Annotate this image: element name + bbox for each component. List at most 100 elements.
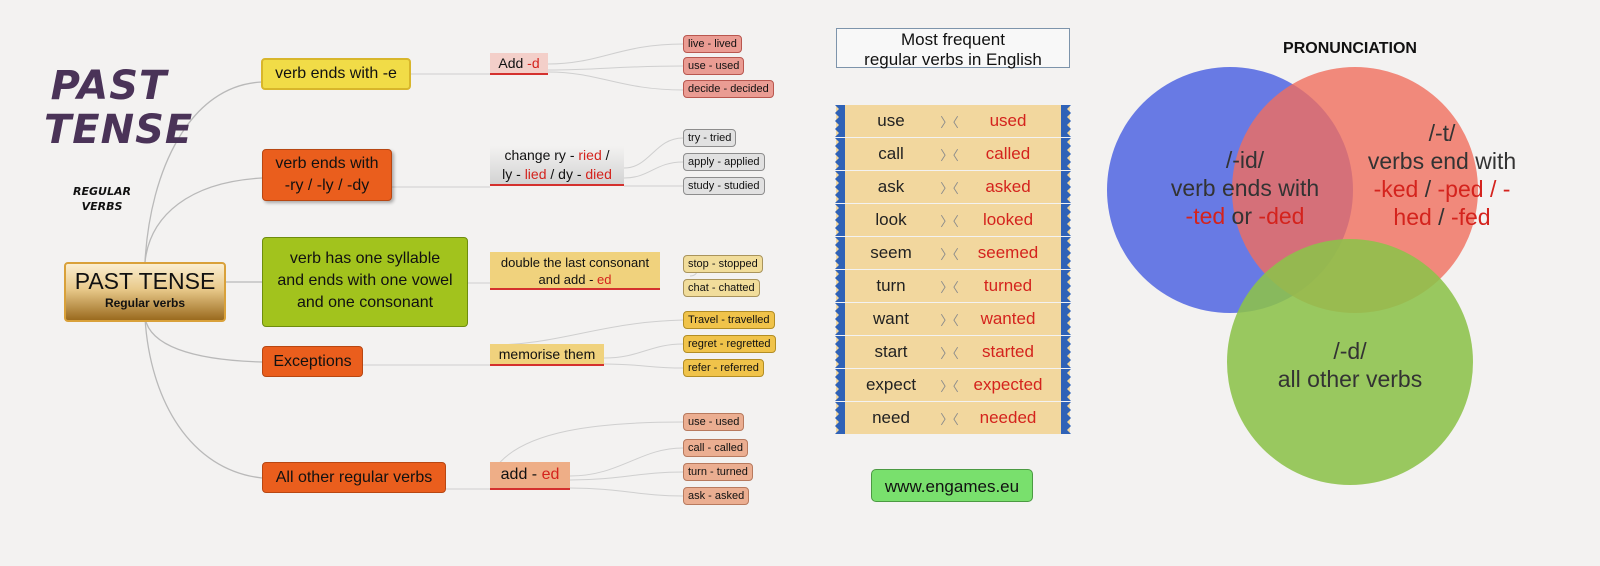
double-chevron-icon: 〉〈 [940,180,959,196]
zigzag-right-icon [1061,171,1071,203]
verb-base: expect [865,375,917,394]
verb-row: expect〉〈expected [835,369,1071,401]
verb-past: looked [982,210,1034,229]
website-badge[interactable]: www.engames.eu [871,469,1033,502]
pron-t-suffix-ked: -ked [1373,176,1419,202]
pron-id-line2: verb ends with [1170,175,1320,201]
root-node: PAST TENSE Regular verbs [64,262,226,322]
pron-id-or: or [1225,203,1259,229]
pron-id-label: /-id/ [1225,147,1265,173]
zigzag-left-icon [835,171,845,203]
rule-change-ry: change ry - ried / ly - lied / dy - died [490,146,624,186]
verb-base: look [875,210,907,229]
zigzag-left-icon [835,138,845,170]
pron-id-suffix-ded: -ded [1258,203,1305,229]
verb-past: asked [985,177,1031,196]
example-use-used: use - used [683,57,745,75]
verb-base: turn [876,276,906,295]
example-turn-turned: turn - turned [683,463,753,481]
example-regret-regretted: regret - regretted [683,335,776,353]
example-decide-decided: decide - decided [683,80,774,98]
verb-row: seem 〉〈 seemed [835,237,1071,269]
verb-past: expected [973,375,1043,394]
zigzag-left-icon [835,303,845,335]
page-subtitle-line2: VERBS [81,200,123,213]
pron-id-suffix-ted: -ted [1185,203,1226,229]
page-title: PAST TENSE [44,64,194,153]
rule-text: change ry - [504,147,579,163]
pron-d-text: /-d/ all other verbs [1260,337,1440,393]
example-live-lived: live - lived [683,35,742,53]
verb-row: start〉〈started [835,336,1071,368]
page-subtitle-line1: REGULAR [73,185,131,198]
zigzag-left-icon [835,237,845,269]
example-apply-applied: apply - applied [683,153,765,171]
verb-base: ask [877,177,905,196]
pron-t-suffix-hed: hed [1393,204,1432,230]
verb-past: wanted [980,309,1036,328]
branch-node-exceptions: Exceptions [262,346,363,377]
double-chevron-icon: 〉〈 [940,114,959,130]
rule-text: Add [498,55,528,71]
rule-text-red: ed [597,272,612,287]
branch-node-ends-with-e: verb ends with -e [261,58,411,90]
frequent-verbs-title: Most frequent regular verbs in English [836,28,1070,69]
venn-circle-d [1227,239,1473,485]
zigzag-left-icon [835,105,845,137]
verb-past: called [985,144,1031,163]
pron-t-sep3: / [1431,204,1451,230]
root-title: PAST TENSE [74,268,216,294]
verb-base: seem [870,243,912,262]
branch-node-label: All other regular verbs [275,469,433,486]
zigzag-left-icon [835,402,845,434]
website-link[interactable]: www.engames.eu [884,477,1020,496]
venn-circle-t [1232,67,1478,313]
rule-text: and add - [538,272,598,287]
verb-base: want [873,309,909,328]
zigzag-right-icon [1061,138,1071,170]
pron-t-label: /-t/ [1428,120,1456,146]
pron-d-label: /-d/ [1333,338,1367,364]
page-title-line2: TENSE [44,107,194,153]
rule-text-red: died [585,166,612,182]
rule-text: memorise them [498,346,596,362]
example-refer-referred: refer - referred [683,359,764,377]
example-chat-chatted: chat - chatted [683,279,760,297]
branch-node-all-other: All other regular verbs [262,462,446,493]
verb-row: turn 〉〈 turned [835,270,1071,302]
branch-node-label-line2: and ends with one vowel [277,272,453,289]
verb-past: turned [983,276,1033,295]
double-chevron-icon: 〉〈 [940,345,959,361]
rule-add-d: Add -d [490,53,548,75]
zigzag-right-icon [1061,237,1071,269]
rule-text-red: lied [524,166,547,182]
rule-text: / dy - [546,166,586,182]
zigzag-left-icon [835,336,845,368]
example-try-tried: try - tried [683,129,737,147]
verb-past: seemed [977,243,1039,262]
verb-past: needed [979,408,1037,427]
rule-text: double the last consonant [500,255,650,270]
verb-row: look〉〈looked [835,204,1071,236]
double-chevron-icon: 〉〈 [940,246,959,262]
verb-row: use〉〈used [835,105,1071,137]
example-stop-stopped: stop - stopped [683,255,763,273]
branch-node-label: Exceptions [273,353,352,370]
zigzag-right-icon [1061,369,1071,401]
double-chevron-icon: 〉〈 [940,279,959,295]
branch-node-label-line1: verb has one syllable [289,250,441,267]
verb-row: call〉〈called [835,138,1071,170]
double-chevron-icon: 〉〈 [940,411,959,427]
rule-text-red: ed [541,466,560,483]
verb-base: need [872,408,910,427]
example-study-studied: study - studied [683,177,765,195]
frequent-verbs-title-line1: Most frequent [901,30,1005,49]
branch-node-label-line3: and one consonant [296,294,434,311]
pronunciation-venn [1107,67,1478,485]
zigzag-left-icon [835,270,845,302]
zigzag-right-icon [1061,303,1071,335]
rule-memorise: memorise them [490,344,604,366]
verb-row: need 〉〈 needed [835,402,1071,434]
